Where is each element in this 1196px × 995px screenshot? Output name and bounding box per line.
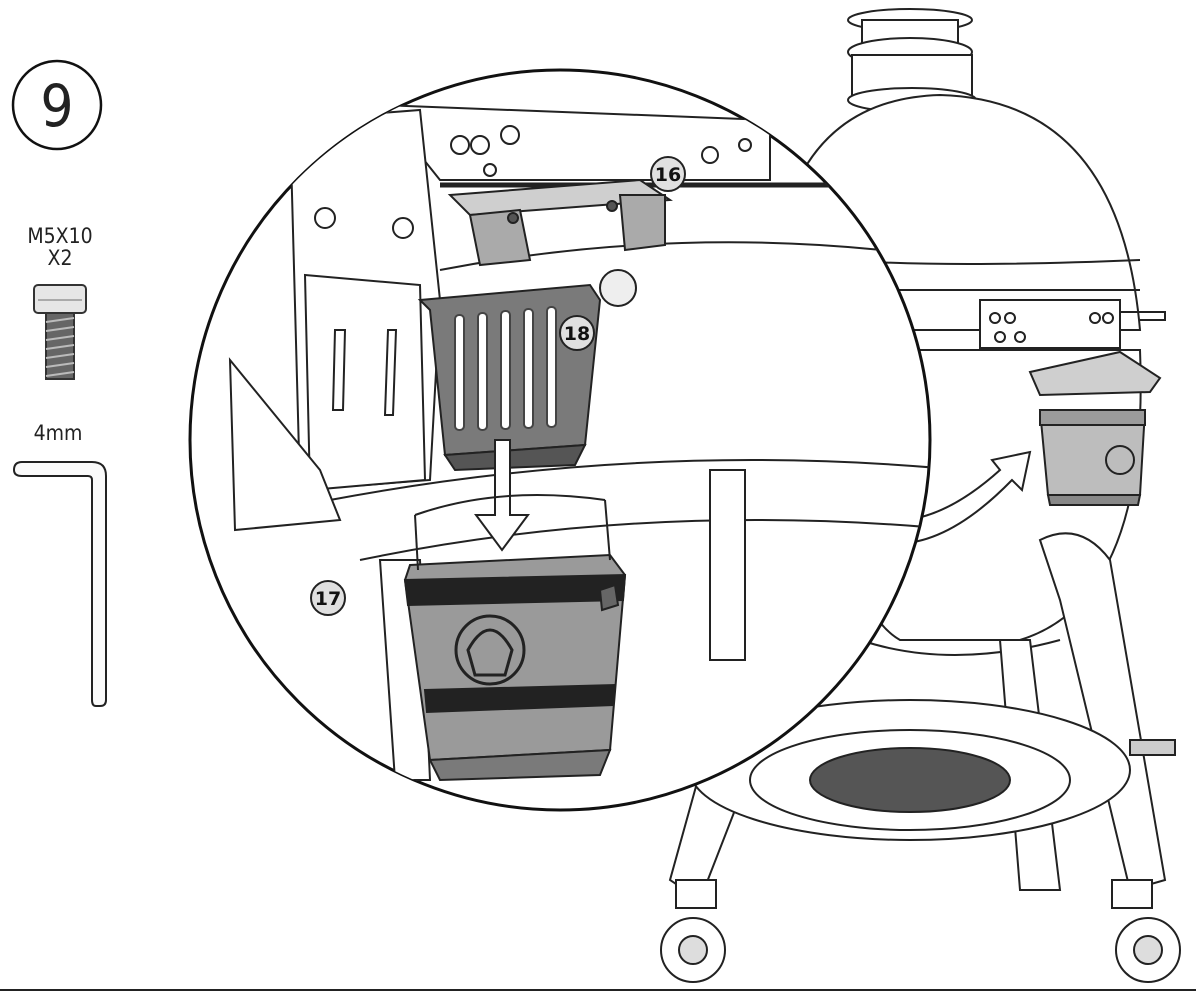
caster-wheels <box>660 739 1181 983</box>
callout-bucket-number: 17 <box>315 588 341 610</box>
bucket-part <box>403 553 627 782</box>
callout-liner: 18 <box>559 315 595 351</box>
screw-spec-label: M5X10 <box>27 224 92 248</box>
screw-icon <box>33 284 87 380</box>
bracket-part <box>447 178 673 217</box>
callout-bracket: 16 <box>650 156 686 192</box>
grill-illustration <box>660 8 1181 983</box>
screw-qty-label: X2 <box>48 246 73 270</box>
hardware-list: M5X10 X2 4mm <box>12 224 107 707</box>
wrench-size-label: 4mm <box>34 421 83 445</box>
detail-zoom <box>188 68 932 812</box>
callout-liner-number: 18 <box>564 323 590 345</box>
callout-bracket-number: 16 <box>655 164 681 186</box>
mounted-bucket <box>1028 350 1162 506</box>
step-badge: 9 <box>11 59 103 151</box>
step-number: 9 <box>40 72 73 140</box>
callout-bucket: 17 <box>310 580 346 616</box>
insert-arrow <box>474 439 530 552</box>
hex-key-icon <box>12 461 107 707</box>
